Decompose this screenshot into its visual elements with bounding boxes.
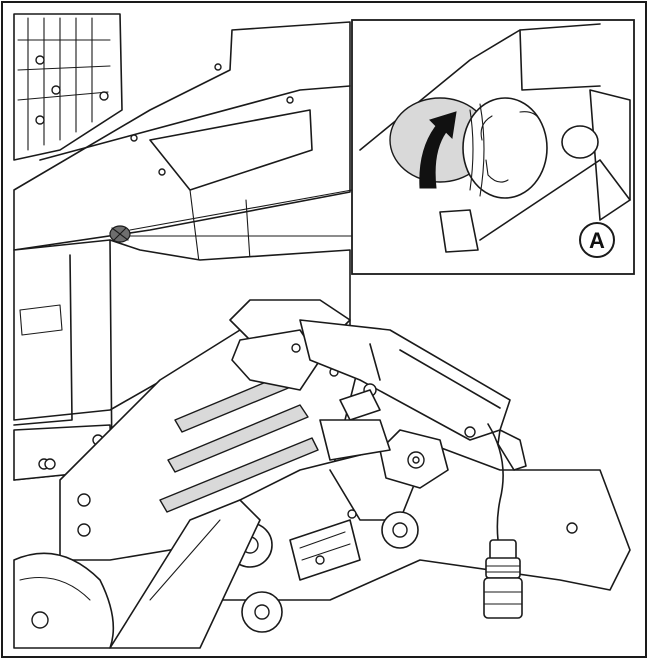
power-cable <box>483 423 527 619</box>
callout-marker: A <box>579 222 615 258</box>
curved-up-arrow-icon <box>419 111 457 189</box>
machine-body <box>13 13 351 481</box>
callout-label-text: A <box>589 228 605 253</box>
detail-inset <box>351 19 635 275</box>
callout-leader-top <box>129 189 353 231</box>
linkage-bracket <box>229 299 511 461</box>
control-knob <box>109 225 131 243</box>
